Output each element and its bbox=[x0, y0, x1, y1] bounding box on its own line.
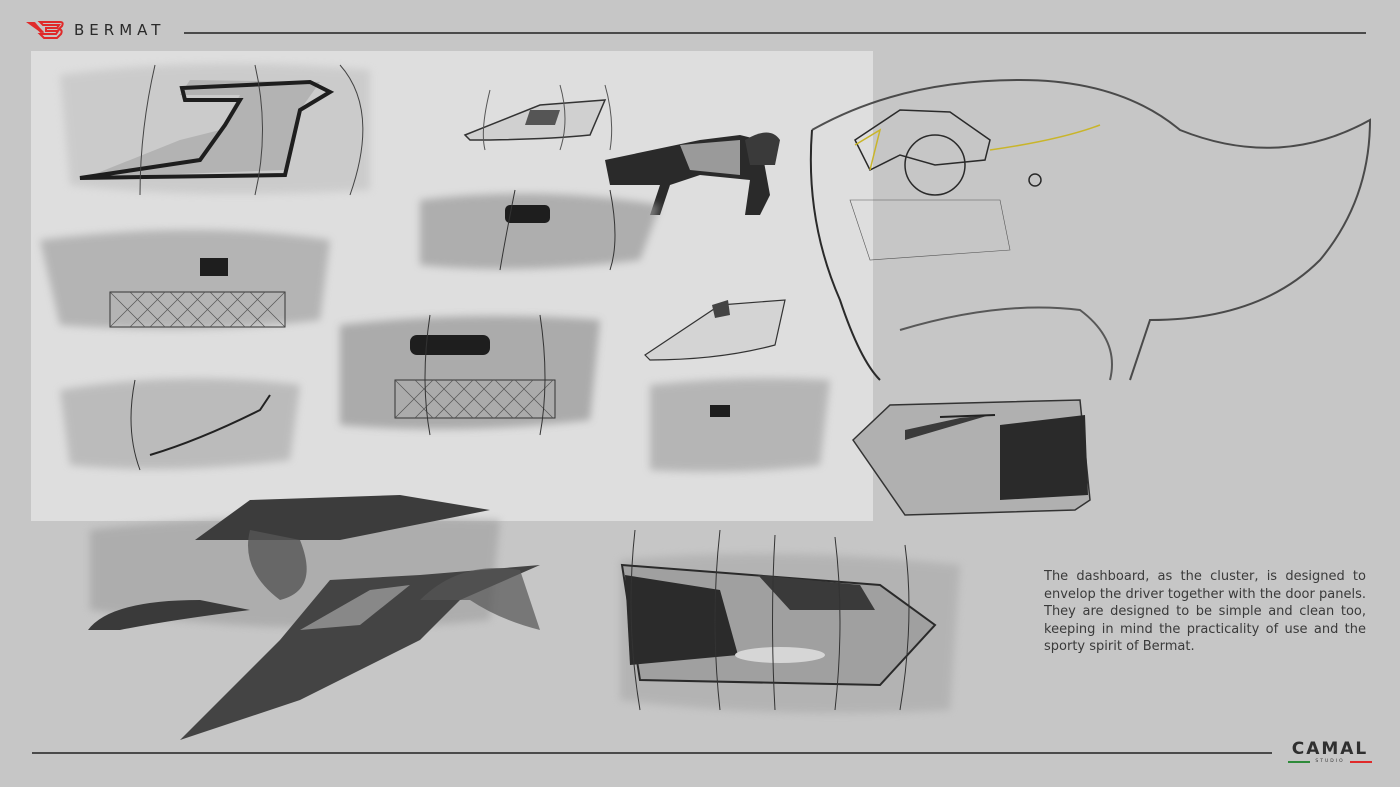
door-panel-net-sketch-1 bbox=[40, 230, 330, 329]
door-panel-sketch-1 bbox=[60, 63, 370, 196]
bermat-logo-icon bbox=[26, 21, 64, 39]
flag-stripe-green bbox=[1288, 760, 1311, 763]
footer-divider bbox=[32, 752, 1272, 754]
brand-logo: BERMAT bbox=[26, 20, 165, 40]
door-panel-sketch-3 bbox=[60, 378, 300, 471]
brand-name: BERMAT bbox=[74, 21, 166, 39]
door-panel-large-sketch bbox=[620, 529, 960, 714]
dashboard-side-sketch bbox=[88, 495, 540, 740]
handle-pencil-sketch bbox=[644, 299, 786, 361]
door-panel-3d-sketch bbox=[852, 399, 1091, 516]
armrest-sketch bbox=[605, 132, 780, 215]
header-divider bbox=[184, 32, 1366, 34]
door-handle-sketch bbox=[463, 84, 613, 151]
door-panel-net-sketch-2 bbox=[340, 314, 600, 436]
studio-name: CAMAL bbox=[1291, 739, 1369, 759]
camal-studio-logo: CAMAL STUDIO bbox=[1288, 740, 1372, 764]
flag-stripe-red bbox=[1349, 760, 1372, 763]
door-panel-sketch-2 bbox=[420, 189, 660, 271]
dashboard-interior-perspective-sketch bbox=[809, 78, 1372, 381]
design-description: The dashboard, as the cluster, is design… bbox=[1044, 569, 1366, 654]
studio-subtitle: STUDIO bbox=[1315, 759, 1345, 764]
door-panel-sketch-4 bbox=[650, 378, 830, 472]
